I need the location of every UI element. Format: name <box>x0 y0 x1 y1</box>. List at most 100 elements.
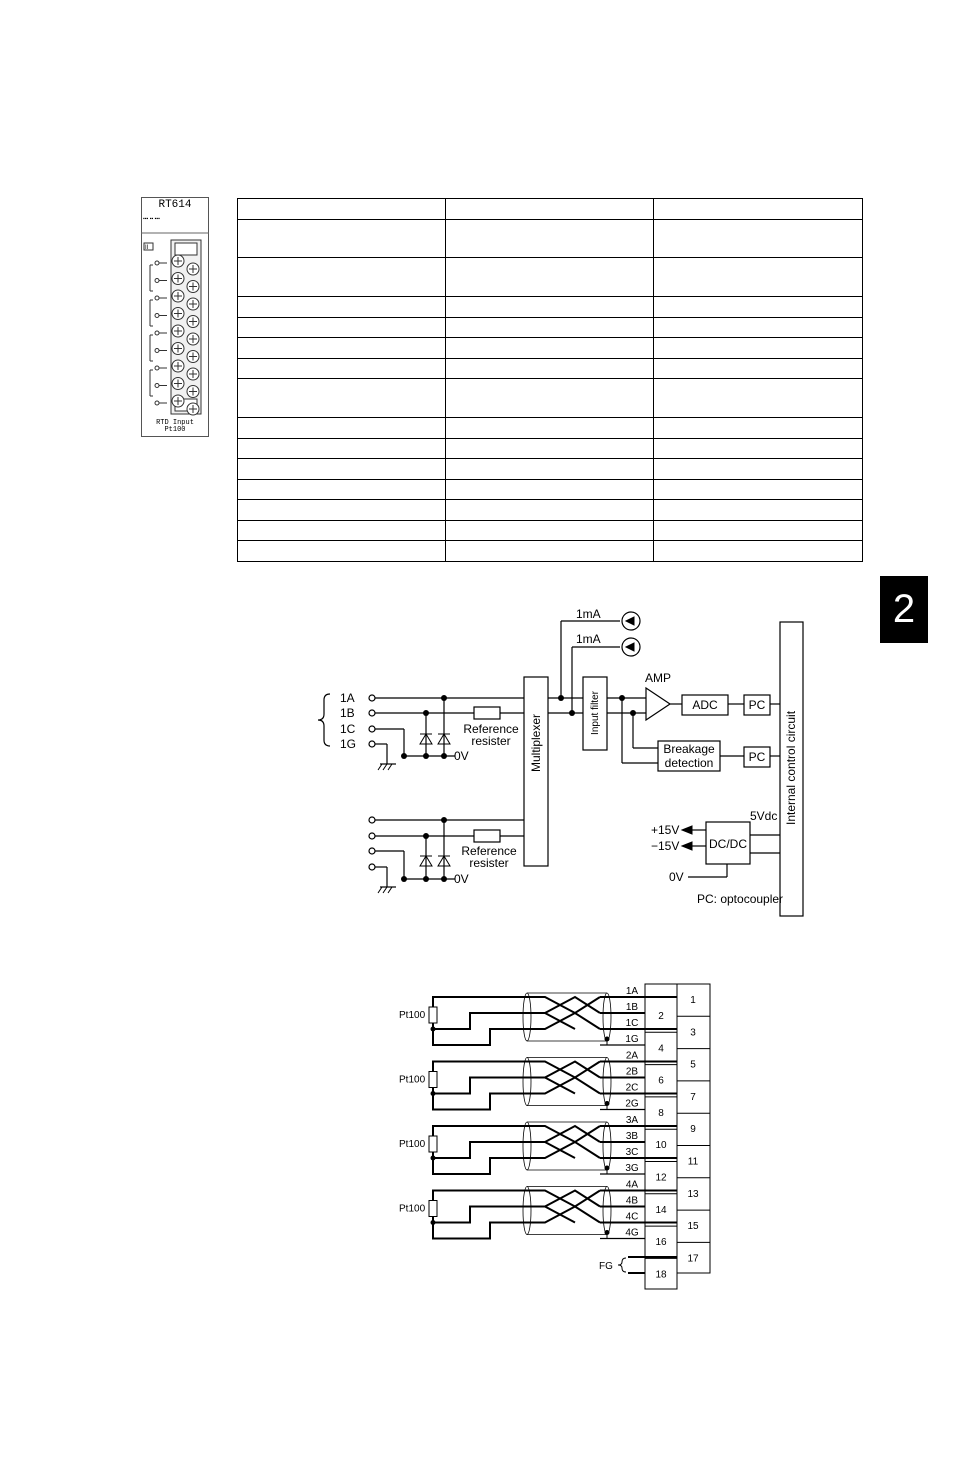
vdc-label: 5Vdc <box>750 809 777 823</box>
screw-slot <box>189 265 197 273</box>
spec-row <box>237 357 863 380</box>
screw-slot <box>189 317 197 326</box>
pt100-label: Pt100 <box>399 1075 426 1086</box>
sensor-wire <box>432 1125 530 1138</box>
pt100-resistor <box>428 1006 438 1024</box>
pt100-label: Pt100 <box>399 1010 426 1021</box>
breakage-label-2: detection <box>665 756 714 770</box>
reference-resister-label-2b: resister <box>469 856 508 870</box>
screw-slot <box>174 309 182 318</box>
shield <box>602 1186 612 1235</box>
terminal-number-right: 7 <box>690 1092 696 1103</box>
sensor-wire <box>432 1092 530 1111</box>
channel-wire-label: 2B <box>626 1067 639 1078</box>
junction-dot <box>430 1091 436 1096</box>
terminal-number-left: 6 <box>658 1076 664 1087</box>
shield <box>602 1057 612 1106</box>
input-terminal <box>368 863 376 871</box>
adc-label: ADC <box>692 698 718 712</box>
screw-slot <box>189 282 197 291</box>
channel-wire-label: 3G <box>625 1163 639 1174</box>
terminal-number-left: 16 <box>655 1237 667 1248</box>
screw-slot <box>189 387 197 396</box>
input-terminal <box>368 740 376 748</box>
reference-resister-label-1b: resister <box>471 734 510 748</box>
screw-slot <box>174 397 182 405</box>
spec-row <box>237 540 863 562</box>
pt100-label: Pt100 <box>399 1204 426 1215</box>
screw-slot <box>174 344 182 353</box>
junction-dot <box>604 1165 610 1171</box>
screw-slot <box>189 370 197 378</box>
shield <box>522 1186 532 1235</box>
terminal-number-left: 8 <box>658 1108 664 1119</box>
sensor-wire <box>432 996 530 1009</box>
sensor-wire <box>432 1060 530 1074</box>
pt100-resistor <box>428 1135 438 1153</box>
spec-row <box>237 257 863 298</box>
terminal-number-left: 14 <box>655 1205 667 1216</box>
channel-wire-label: 4A <box>626 1180 639 1191</box>
junction-dot <box>423 876 429 882</box>
spec-cell <box>653 257 863 298</box>
junction-dot <box>430 1155 436 1161</box>
screw-slot <box>174 362 182 370</box>
junction-dot <box>401 753 407 759</box>
pt100-resistor <box>428 1071 438 1088</box>
channel-wire-label: 1G <box>625 1034 639 1045</box>
input-label-1a: 1A <box>340 691 355 705</box>
module-bracket <box>149 369 153 397</box>
internal-control-label: Internal control circuit <box>784 710 798 825</box>
module-drawing: II <box>141 197 209 437</box>
junction-dot <box>430 1220 436 1225</box>
current-source-label-2: 1mA <box>576 632 601 646</box>
zero-v-label-3: 0V <box>669 870 684 884</box>
module-title: RT614 <box>158 199 192 211</box>
screw-slot <box>189 335 197 343</box>
zero-v-label-2: 0V <box>454 872 469 886</box>
input-terminal <box>368 709 376 717</box>
channel-wire-label: 4G <box>625 1228 639 1239</box>
sensor-wire <box>432 1221 530 1240</box>
fg-brace <box>617 1257 627 1273</box>
sensor-wire <box>432 1189 530 1203</box>
spec-cell <box>445 378 654 419</box>
junction-dot <box>558 695 564 701</box>
pt100-label: Pt100 <box>399 1139 426 1150</box>
pt100-resistor <box>428 1200 438 1217</box>
shield <box>522 1057 532 1106</box>
spec-row <box>237 378 863 419</box>
chapter-tab: 2 <box>880 576 928 643</box>
module-bracket <box>149 299 153 327</box>
junction-dot <box>423 753 429 759</box>
multiplexer-label: Multiplexer <box>529 714 543 772</box>
reference-resister-label-2a: Reference <box>461 844 517 858</box>
current-source-label-1: 1mA <box>576 607 601 621</box>
channel-wire-label: 2C <box>626 1083 639 1094</box>
terminal-number-left: 10 <box>655 1140 667 1151</box>
screw-slot <box>189 352 197 361</box>
sensor-wire <box>432 1028 530 1046</box>
spec-cell <box>445 218 654 259</box>
junction-dot <box>569 710 575 716</box>
module-caption-1: RTD Input <box>156 419 194 427</box>
channel-wire-label: 4C <box>626 1212 639 1223</box>
junction-dot <box>423 833 429 839</box>
terminal-number-right: 1 <box>690 995 696 1006</box>
terminal-number-right: 11 <box>688 1157 699 1168</box>
spec-row <box>237 458 863 480</box>
module-bracket <box>149 264 153 292</box>
junction-dot <box>441 817 447 823</box>
input-label-1g: 1G <box>340 737 356 751</box>
pc-label-1: PC <box>749 698 766 712</box>
channel-wire-label: 3A <box>626 1115 639 1126</box>
spec-cell <box>653 540 863 562</box>
plus15-label: +15V <box>651 823 679 837</box>
junction-dot <box>604 1230 610 1235</box>
junction-dot <box>604 1036 610 1042</box>
screw-slot <box>174 327 182 335</box>
input-label-1b: 1B <box>340 706 355 720</box>
channel-wire-label: 1B <box>626 1002 639 1013</box>
